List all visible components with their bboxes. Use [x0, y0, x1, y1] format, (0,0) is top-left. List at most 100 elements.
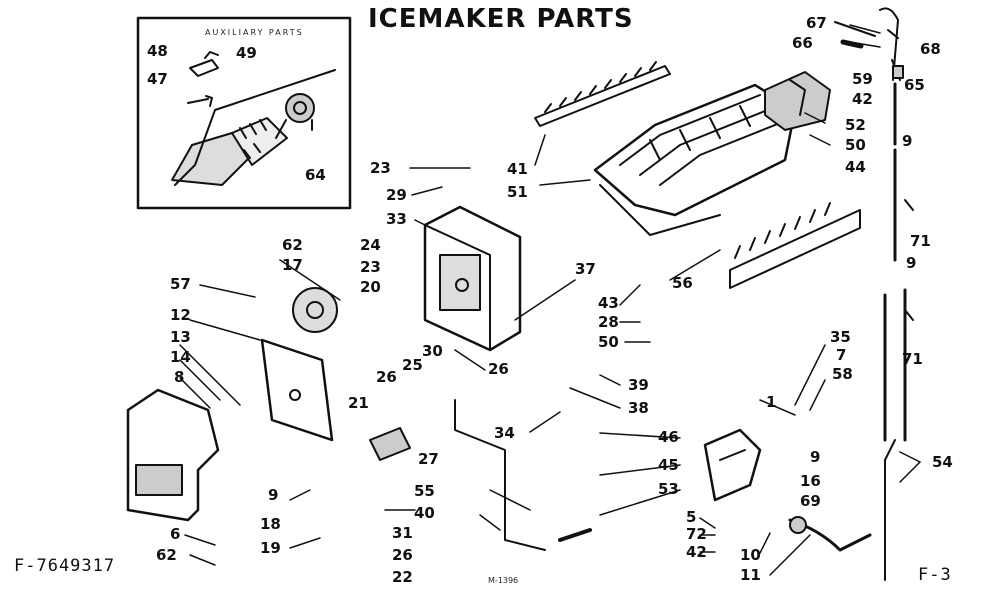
callout: 8: [174, 368, 185, 386]
page-title: ICEMAKER PARTS: [368, 4, 634, 34]
ice-mold-51: [593, 83, 801, 236]
valve-fitting-48: [189, 51, 219, 77]
callout: 13: [170, 328, 191, 346]
callout: 10: [740, 546, 761, 564]
callout: 62: [156, 546, 177, 564]
connector-53: [558, 528, 592, 542]
callout: 69: [800, 492, 821, 510]
callout: 17: [282, 256, 303, 274]
mounting-plate-12: [260, 338, 334, 442]
callout: 67: [806, 14, 827, 32]
callout: 49: [236, 44, 257, 62]
callout: 7: [836, 346, 847, 364]
fill-tube-69: [788, 516, 872, 552]
callout: 23: [370, 159, 391, 177]
callout: 65: [904, 76, 925, 94]
callout: 23: [360, 258, 381, 276]
callout: 6: [170, 525, 181, 543]
leader-lines: [179, 24, 921, 576]
callout: 45: [658, 456, 679, 474]
callout: 26: [488, 360, 509, 378]
callout: 29: [386, 186, 407, 204]
callout: 25: [402, 356, 423, 374]
callout: 62: [282, 236, 303, 254]
callout: 33: [386, 210, 407, 228]
heater-54: [883, 288, 907, 442]
callout: 5: [686, 508, 697, 526]
callout: 42: [852, 90, 873, 108]
callout: 55: [414, 482, 435, 500]
callout: 34: [494, 424, 515, 442]
callout: 71: [902, 350, 923, 368]
callout: 57: [170, 275, 191, 293]
callout: 72: [686, 525, 707, 543]
callout: 52: [845, 116, 866, 134]
water-tube-top: [834, 7, 904, 262]
callout: 43: [598, 294, 619, 312]
stripper-44: [729, 202, 861, 289]
callout: 38: [628, 399, 649, 417]
catalog-code: F-7649317: [14, 556, 116, 576]
nozzle-assembly-64: [171, 69, 336, 186]
callout: 50: [845, 136, 866, 154]
ejector-blade-41: [534, 61, 671, 127]
callout: 40: [414, 504, 435, 522]
callout: 59: [852, 70, 873, 88]
callout: 53: [658, 480, 679, 498]
callout: 50: [598, 333, 619, 351]
callout: 24: [360, 236, 381, 254]
drawing-number: M-1396: [488, 576, 519, 585]
wire-harness: [454, 399, 546, 551]
callout: 39: [628, 376, 649, 394]
clip-71: [904, 199, 914, 321]
callout: 42: [686, 543, 707, 561]
callout: 9: [268, 486, 279, 504]
callout: 31: [392, 524, 413, 542]
callout: 58: [832, 365, 853, 383]
callout: 19: [260, 539, 281, 557]
callout: 68: [920, 40, 941, 58]
switch-21: [369, 427, 411, 461]
callout: 48: [147, 42, 168, 60]
callout: 35: [830, 328, 851, 346]
callout: 14: [170, 348, 191, 366]
heater-lead: [884, 439, 896, 581]
module-housing-33: [423, 205, 522, 352]
callout: 37: [575, 260, 596, 278]
callout: 16: [800, 472, 821, 490]
callout: 26: [376, 368, 397, 386]
callout: 9: [906, 254, 917, 272]
callout: 27: [418, 450, 439, 468]
callout: 12: [170, 306, 191, 324]
front-cover-8: [126, 388, 220, 522]
callout: 30: [422, 342, 443, 360]
callout: 64: [305, 166, 326, 184]
callout: 44: [845, 158, 866, 176]
screw-47: [187, 95, 213, 107]
page-code: F-3: [918, 565, 952, 585]
callout: 18: [260, 515, 281, 533]
callout: 71: [910, 232, 931, 250]
callout: 1: [766, 393, 777, 411]
callout: 66: [792, 34, 813, 52]
callout: 54: [932, 453, 953, 471]
callout: 28: [598, 313, 619, 331]
callout: 9: [902, 132, 913, 150]
callout: 21: [348, 394, 369, 412]
callout: 41: [507, 160, 528, 178]
water-valve-1: [703, 428, 762, 502]
callout: 47: [147, 70, 168, 88]
callout: 20: [360, 278, 381, 296]
auxiliary-parts-box: [136, 16, 352, 210]
callout: 22: [392, 568, 413, 586]
callout: 56: [672, 274, 693, 292]
callout: 11: [740, 566, 761, 584]
callout: 9: [810, 448, 821, 466]
callout: 46: [658, 428, 679, 446]
callout: 51: [507, 183, 528, 201]
callout: 26: [392, 546, 413, 564]
motor-17: [292, 287, 338, 333]
auxiliary-parts-label: AUXILIARY PARTS: [205, 28, 304, 37]
